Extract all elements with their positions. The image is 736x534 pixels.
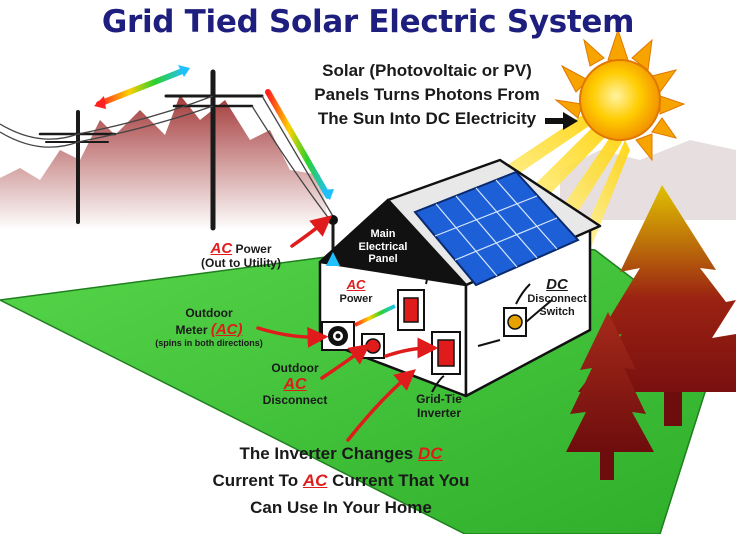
ac-power-out-label: AC Power (Out to Utility) — [201, 240, 281, 271]
ac-disconnect-box — [361, 333, 385, 359]
main-panel-label: Main Electrical Panel — [358, 228, 408, 266]
outdoor-meter — [321, 321, 355, 351]
dc-disconnect-label: DC Disconnect Switch — [527, 276, 587, 318]
internal-wiring — [326, 252, 553, 347]
main-electrical-panel-box — [397, 289, 425, 331]
diagram-title: Grid Tied Solar Electric System — [101, 4, 635, 40]
outdoor-meter-label: Outdoor Meter (AC) (spins in both direct… — [155, 306, 263, 349]
ac-disconnect-label: Outdoor AC Disconnect — [262, 361, 328, 408]
pv-description-label: Solar (Photovoltaic or PV) Panels Turns … — [314, 61, 540, 128]
solar-panel-array — [413, 170, 580, 287]
power-flow-arrows — [94, 65, 334, 200]
ac-power-in-label: AC Power — [339, 277, 373, 305]
inverter-box — [431, 331, 461, 375]
callout-arrows — [256, 215, 439, 442]
power-wires — [0, 95, 335, 221]
tree-small — [566, 312, 654, 480]
sun-pointer-arrow — [545, 112, 578, 130]
pointer-lines — [417, 261, 531, 393]
inverter-description-label: The Inverter Changes DC Current To AC Cu… — [212, 444, 470, 517]
sun — [554, 28, 686, 162]
mountains — [0, 95, 330, 230]
inverter-label: Grid-Tie Inverter — [416, 392, 462, 420]
